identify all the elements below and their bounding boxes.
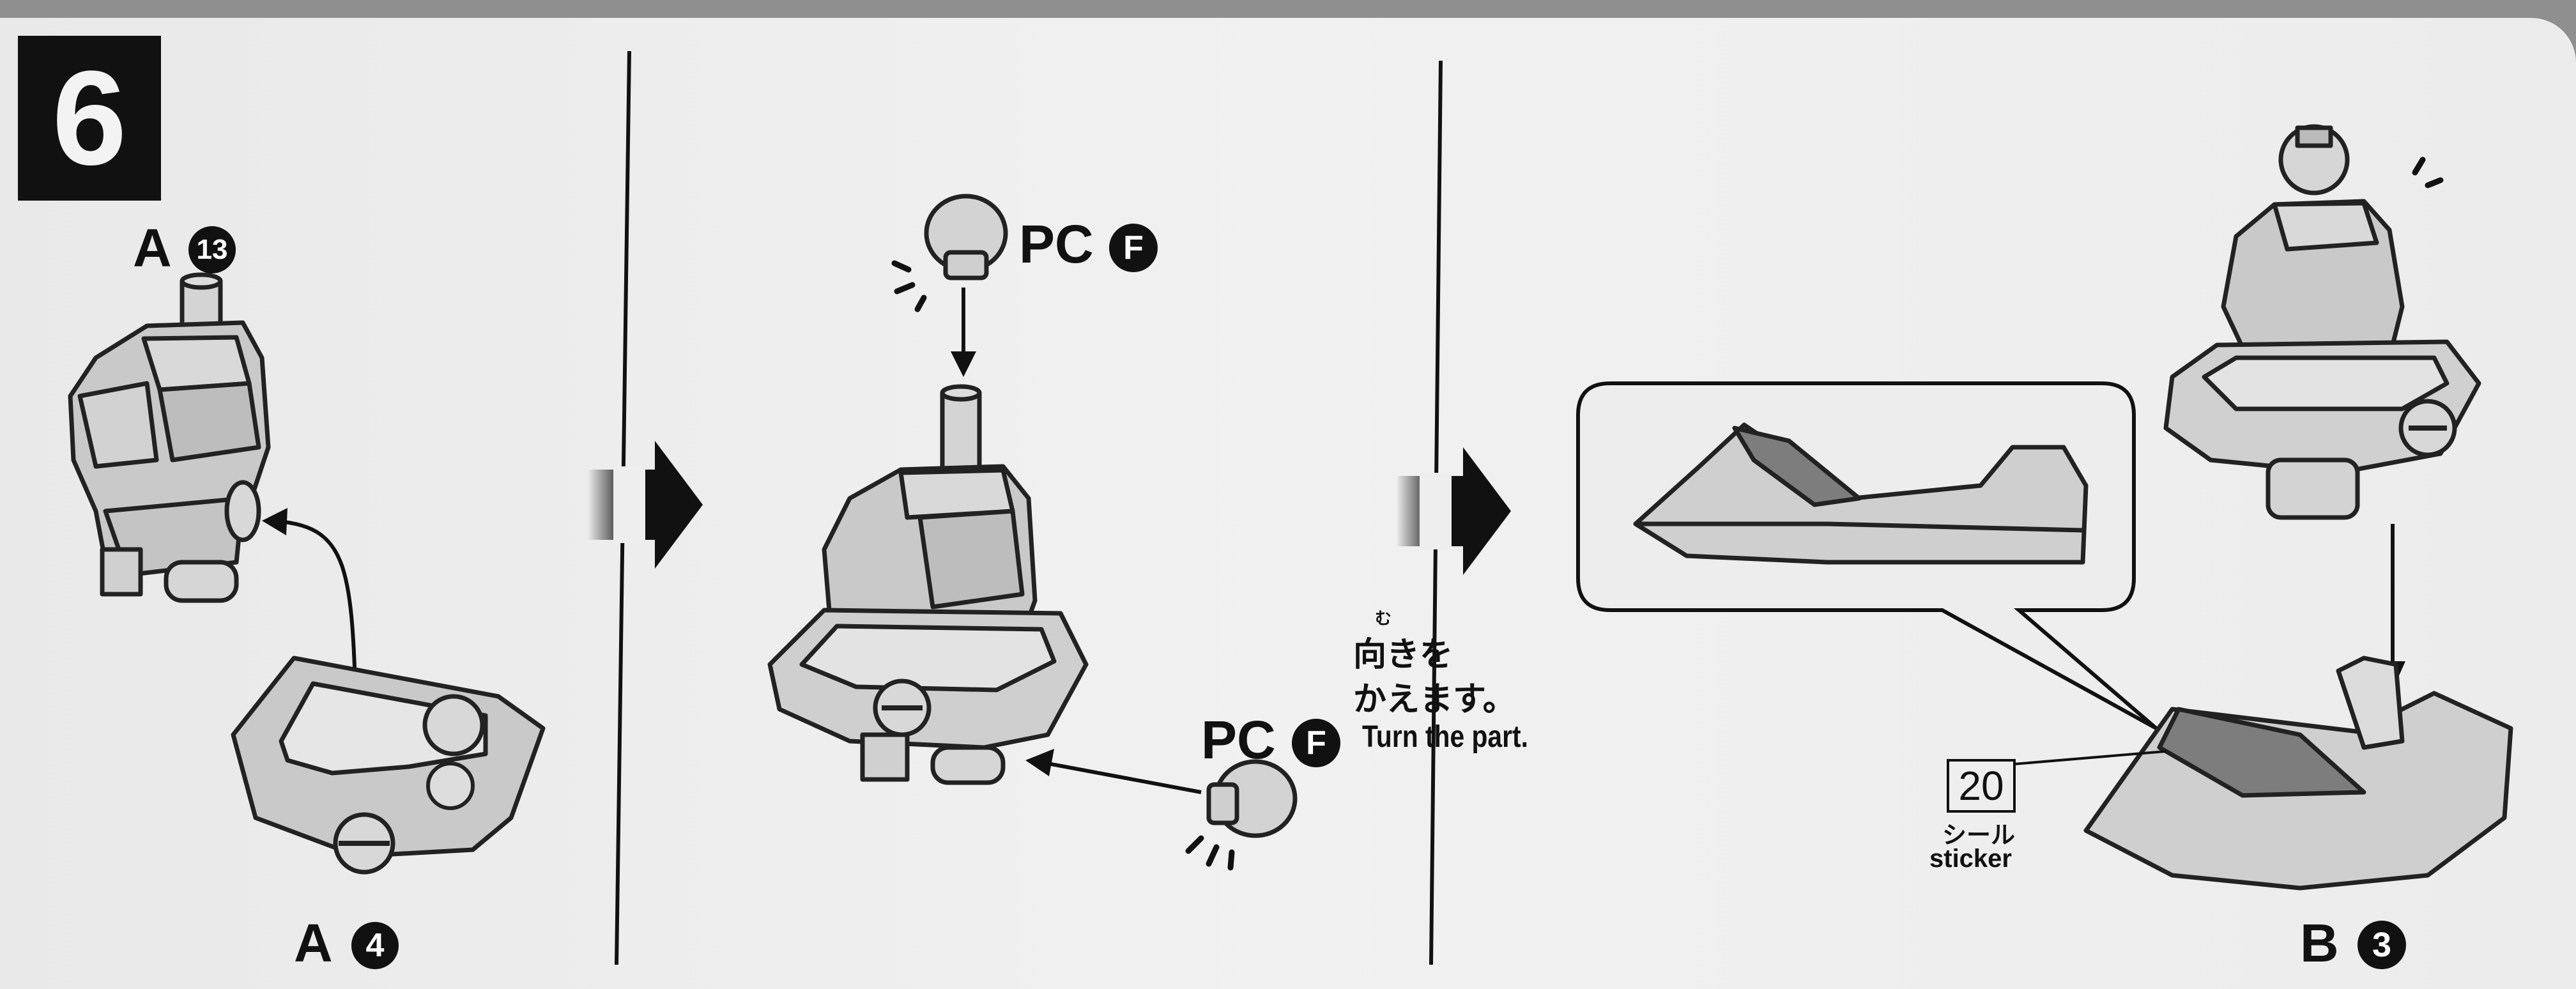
turn-note-en: Turn the part.: [1362, 720, 1528, 754]
turn-note-jp: 向きを かえます。: [1353, 632, 1516, 722]
sticker-leader-line: [2013, 750, 2166, 765]
step-number-badge: 6: [18, 36, 161, 201]
impact-marks-upper: [2412, 157, 2444, 188]
torso-part-a13: [68, 272, 271, 603]
part-runner-label: PC: [1019, 214, 1094, 274]
turn-note-jp-line2: かえます。: [1353, 680, 1516, 719]
sticker-label-en: sticker: [1929, 845, 2012, 873]
turn-note-jp-line1: 向きを: [1353, 636, 1453, 674]
step-arrow-2: [1396, 447, 1511, 575]
step-arrow-1: [588, 441, 703, 569]
part-runner-label: A: [133, 218, 172, 278]
part-letter-badge: F: [1109, 224, 1158, 272]
part-runner-label: A: [294, 913, 333, 973]
part-letter-badge: F: [1292, 719, 1340, 767]
ball-joint: [426, 762, 475, 810]
part-runner-label: PC: [1201, 710, 1276, 770]
step-number: 6: [52, 43, 127, 193]
part-number-badge: 3: [2358, 921, 2406, 969]
ruby-text: む: [1375, 609, 1392, 628]
waist-part-a4: [231, 656, 546, 875]
part-number-badge: 13: [188, 226, 236, 273]
instruction-sheet: 6 A 13 A 4 PC F PC F む 向きを かえます。 Turn th…: [0, 18, 2576, 989]
impact-marks-top: [891, 260, 927, 312]
skirt-part-detail: [1633, 422, 2089, 565]
part-number-badge: 4: [351, 922, 399, 969]
sticker-number: 20: [1947, 759, 2016, 813]
upper-body-assembly: [2163, 124, 2481, 520]
sticker-label-jp: シール: [1942, 821, 2016, 849]
assembly-illustration: [68, 50, 2513, 965]
skirt-part-b3: [2083, 656, 2513, 891]
polycap-side: [1206, 759, 1298, 838]
part-runner-label: B: [2300, 913, 2339, 973]
polycap-top: [924, 194, 1008, 280]
impact-marks-side: [1185, 835, 1235, 871]
insert-arrow-3: [1047, 762, 1202, 794]
torso-assembled: [767, 384, 1089, 785]
